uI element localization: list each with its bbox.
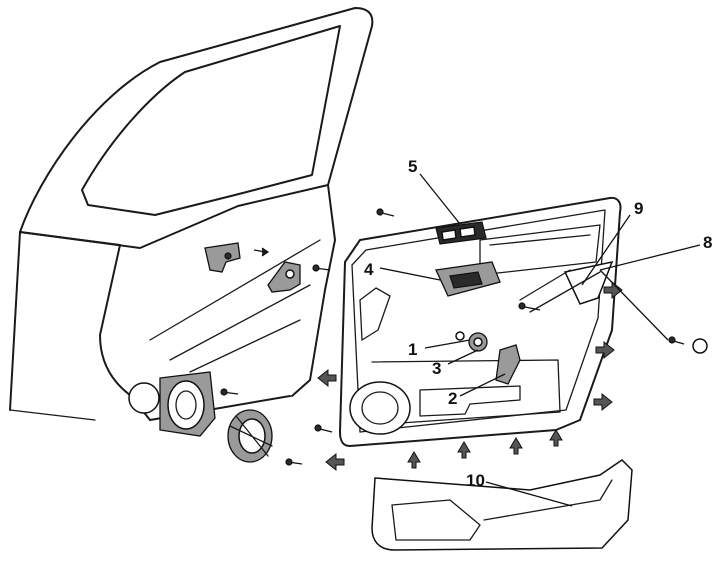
leader-lines xyxy=(379,173,701,507)
callout-4: 4 xyxy=(364,260,374,279)
clip-small xyxy=(455,331,465,341)
pull-handle xyxy=(519,260,614,313)
armrest-pocket xyxy=(371,459,633,551)
callout-8: 8 xyxy=(703,233,712,252)
power-window-switch xyxy=(435,221,487,245)
callout-5: 5 xyxy=(408,157,417,176)
speaker-housing xyxy=(159,371,216,437)
door-shell xyxy=(9,7,374,421)
handle-bezel xyxy=(468,332,488,352)
door-check-bracket xyxy=(204,242,241,273)
callout-2: 2 xyxy=(448,389,457,408)
speaker xyxy=(227,409,273,463)
inner-handle-bracket xyxy=(267,261,301,293)
screws xyxy=(220,208,685,466)
callout-9: 9 xyxy=(634,199,643,218)
trim-plug xyxy=(692,338,708,354)
callout-10: 10 xyxy=(466,471,485,490)
clip-location-arrows xyxy=(317,280,623,472)
inner-door-handle xyxy=(495,344,521,385)
callout-3: 3 xyxy=(432,359,441,378)
callout-1: 1 xyxy=(408,340,417,359)
armrest-switch-housing xyxy=(435,261,501,297)
